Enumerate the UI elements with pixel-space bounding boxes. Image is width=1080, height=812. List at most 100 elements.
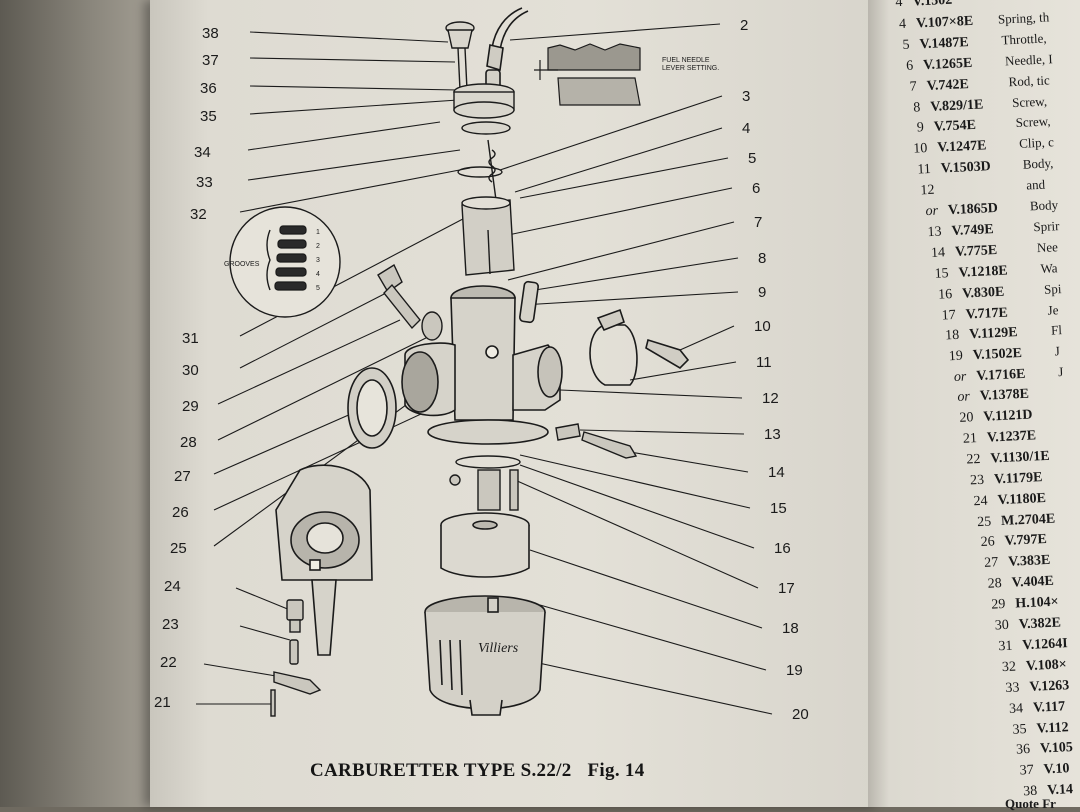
callout-line-28 — [217, 335, 431, 441]
callout-line-35 — [249, 99, 459, 115]
parts-part-number: V.1179E — [993, 469, 1043, 488]
parts-description: Fl — [1050, 322, 1063, 338]
callout-label-18: 18 — [782, 620, 799, 637]
callout-label-5: 5 — [748, 150, 756, 167]
parts-description: and — [1025, 176, 1046, 193]
parts-ref-number: 31 — [998, 638, 1013, 655]
parts-part-number: V.1502E — [972, 346, 1023, 364]
parts-ref-number: 30 — [994, 617, 1010, 634]
parts-part-number: V.1180E — [997, 490, 1047, 508]
callout-label-22: 22 — [160, 654, 177, 671]
parts-part-number: V.112 — [1036, 719, 1069, 737]
callout-line-8 — [534, 257, 739, 291]
desk-background — [0, 0, 165, 807]
caption-fig: Fig. 14 — [587, 760, 645, 781]
parts-ref-number: 19 — [948, 348, 964, 365]
parts-part-number: V.10 — [1043, 761, 1070, 778]
parts-part-number: V.829/1E — [929, 96, 984, 115]
callout-line-13 — [579, 429, 745, 435]
parts-list-row: 6 V.1265E Needle, I — [891, 51, 1053, 75]
callout-line-32 — [239, 167, 471, 213]
parts-description: Spring, th — [997, 9, 1050, 27]
callout-label-37: 37 — [202, 52, 219, 69]
parts-part-number: V.1487E — [919, 34, 970, 53]
parts-description: Needle, I — [1004, 50, 1053, 69]
parts-description: Rod, tic — [1008, 71, 1051, 89]
callout-label-10: 10 — [754, 318, 771, 335]
parts-ref-number: 6 — [905, 58, 914, 74]
parts-ref-number: 28 — [987, 576, 1003, 592]
grooves-label: GROOVES — [224, 261, 260, 268]
groove-number: 2 — [316, 243, 320, 250]
parts-ref-number: 25 — [976, 514, 992, 530]
callout-line-15 — [519, 454, 751, 509]
parts-part-number: V.1265E — [922, 55, 973, 73]
parts-footer-text: Quote Fr — [1005, 796, 1056, 811]
parts-ref-number: 10 — [913, 141, 928, 157]
callout-label-34: 34 — [194, 144, 211, 161]
fuel-needle-label-1: FUEL NEEDLE — [662, 57, 710, 64]
parts-description: Clip, c — [1018, 134, 1055, 152]
caption-title: CARBURETTER TYPE S.22/2 — [310, 760, 572, 781]
parts-part-number: V.383E — [1007, 553, 1051, 571]
callout-line-18 — [529, 549, 763, 629]
callout-line-34 — [247, 121, 441, 151]
callout-line-12 — [559, 389, 743, 399]
parts-part-number: V.1218E — [958, 263, 1009, 281]
parts-part-number: V.1129E — [968, 325, 1018, 343]
parts-ref-number: or — [953, 369, 967, 386]
parts-ref-number: 34 — [1008, 700, 1024, 717]
parts-description: Sprir — [1033, 218, 1060, 235]
parts-part-number: V.775E — [954, 242, 998, 260]
callout-labels: 3837363534333231302928272625242322212345… — [154, 17, 809, 723]
groove-number: 4 — [316, 271, 320, 278]
parts-part-number: V.1716E — [976, 366, 1026, 385]
callout-line-14 — [629, 451, 749, 473]
parts-ref-number: 7 — [909, 79, 918, 95]
parts-description: Je — [1047, 301, 1059, 318]
callout-line-19 — [539, 604, 767, 671]
parts-ref-number: 37 — [1019, 763, 1035, 779]
callout-label-36: 36 — [200, 80, 217, 97]
callout-label-19: 19 — [786, 662, 803, 679]
callout-line-16 — [519, 464, 755, 549]
callout-label-13: 13 — [764, 426, 781, 443]
callout-line-5 — [519, 157, 729, 199]
parts-ref-number: 20 — [959, 410, 974, 426]
callout-line-9 — [521, 291, 739, 306]
callout-line-33 — [247, 149, 461, 181]
callout-label-7: 7 — [754, 214, 762, 231]
fuel-needle-inset: FUEL NEEDLE LEVER SETTING. — [534, 43, 719, 106]
callout-line-30 — [239, 289, 393, 369]
parts-part-number — [945, 190, 1027, 194]
parts-part-number: V.1503D — [940, 159, 992, 177]
callout-line-23 — [239, 625, 291, 641]
callout-line-6 — [507, 187, 733, 236]
callout-label-23: 23 — [162, 616, 179, 633]
callout-label-20: 20 — [792, 706, 809, 723]
callout-label-28: 28 — [180, 434, 197, 451]
parts-part-number: V.830E — [961, 284, 1005, 302]
callout-line-22 — [203, 663, 277, 677]
callout-label-6: 6 — [752, 180, 760, 197]
callout-label-17: 17 — [778, 580, 795, 597]
figure-caption: CARBURETTER TYPE S.22/2 Fig. 14 — [310, 760, 661, 782]
callout-label-4: 4 — [742, 120, 750, 137]
callout-label-26: 26 — [172, 504, 189, 521]
parts-description: Screw, — [1011, 93, 1048, 110]
callout-label-15: 15 — [770, 500, 787, 517]
